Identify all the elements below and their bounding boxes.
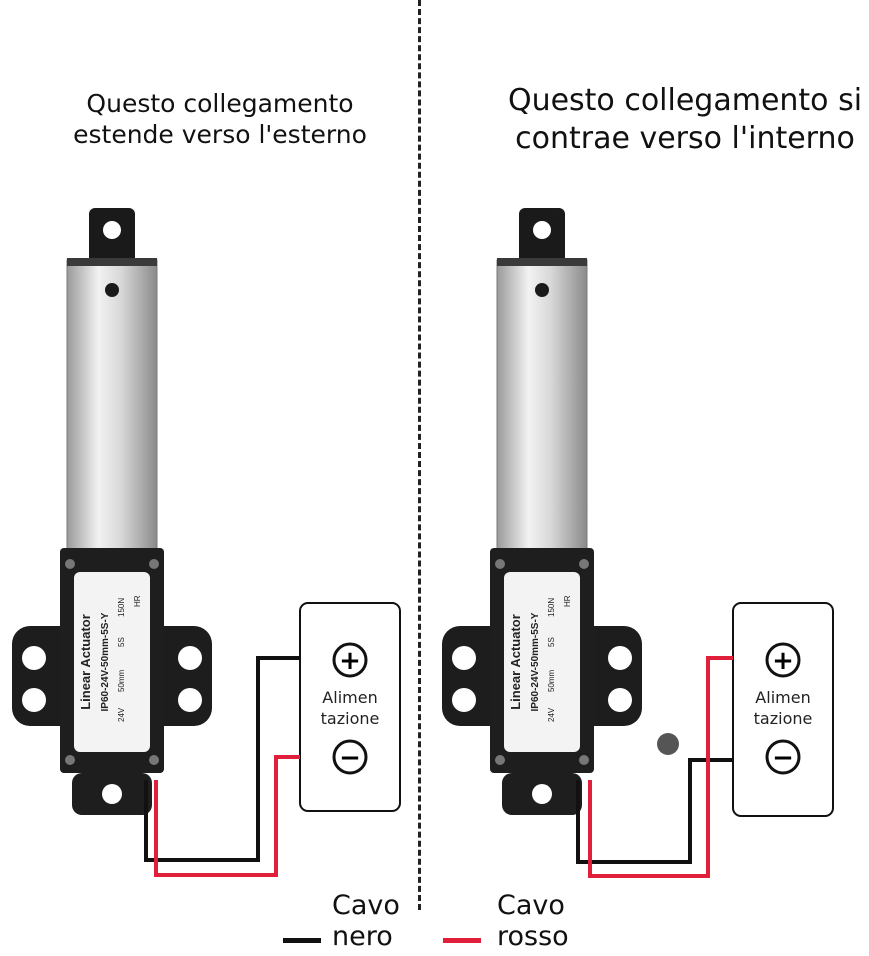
legend-black-swatch — [283, 938, 321, 943]
minus-symbol: − — [339, 743, 361, 773]
psu-label-line2: tazione — [753, 708, 813, 728]
minus-symbol: − — [772, 743, 794, 773]
right-power-supply — [732, 602, 834, 817]
actuator-label-model: IP60-24V-50mm-5S-Y — [530, 612, 541, 711]
legend-red-label: Cavo rosso — [497, 890, 569, 952]
plus-symbol: + — [339, 646, 361, 676]
actuator-label-speed: 5S — [117, 637, 126, 647]
legend-black-line1: Cavo — [332, 890, 400, 921]
legend-black-line2: nero — [332, 921, 393, 953]
panel-divider — [418, 0, 421, 910]
left-red-wire — [154, 755, 300, 877]
left-black-wire — [144, 656, 300, 862]
plus-terminal-icon — [765, 642, 801, 678]
legend-red-line2: rosso — [497, 921, 569, 953]
right-actuator: Linear Actuator IP60-24V-50mm-5S-Y 24V 5… — [441, 207, 643, 816]
psu-label-line2: tazione — [320, 708, 380, 728]
actuator-label-force: 150N — [547, 598, 556, 617]
right-black-wire — [576, 758, 733, 864]
actuator-label-voltage: 24V — [117, 707, 126, 722]
right-red-wire — [588, 656, 733, 878]
left-actuator: Linear Actuator IP60-24V-50mm-5S-Y 24V 5… — [11, 207, 213, 816]
actuator-label-speed: 5S — [547, 637, 556, 647]
actuator-label-force: 150N — [117, 598, 126, 617]
right-power-supply-label: Alimen tazione — [733, 688, 833, 730]
actuator-label-stroke: 50mm — [117, 669, 126, 692]
left-panel-title: Questo collegamento estende verso l'este… — [73, 89, 367, 150]
legend-black-label: Cavo nero — [332, 890, 400, 952]
actuator-label-name: Linear Actuator — [78, 614, 93, 710]
minus-terminal-icon — [765, 739, 801, 775]
right-panel-title: Questo collegamento si contrae verso l'i… — [507, 83, 863, 156]
actuator-label-code: HR — [563, 595, 572, 607]
actuator-label-stroke: 50mm — [547, 669, 556, 692]
psu-label-line1: Alimen — [755, 688, 811, 707]
actuator-label-voltage: 24V — [547, 707, 556, 722]
actuator-label-model: IP60-24V-50mm-5S-Y — [100, 612, 111, 711]
legend-red-swatch — [443, 938, 481, 943]
actuator-label-name: Linear Actuator — [508, 614, 523, 710]
psu-label-line1: Alimen — [322, 688, 378, 707]
left-power-supply-label: Alimen tazione — [300, 688, 400, 730]
actuator-label-code: HR — [133, 595, 142, 607]
minus-terminal-icon — [332, 739, 368, 775]
legend-red-line1: Cavo — [497, 890, 565, 921]
watermark-badge-icon — [657, 733, 679, 755]
left-power-supply — [299, 602, 401, 812]
plus-symbol: + — [772, 646, 794, 676]
plus-terminal-icon — [332, 642, 368, 678]
